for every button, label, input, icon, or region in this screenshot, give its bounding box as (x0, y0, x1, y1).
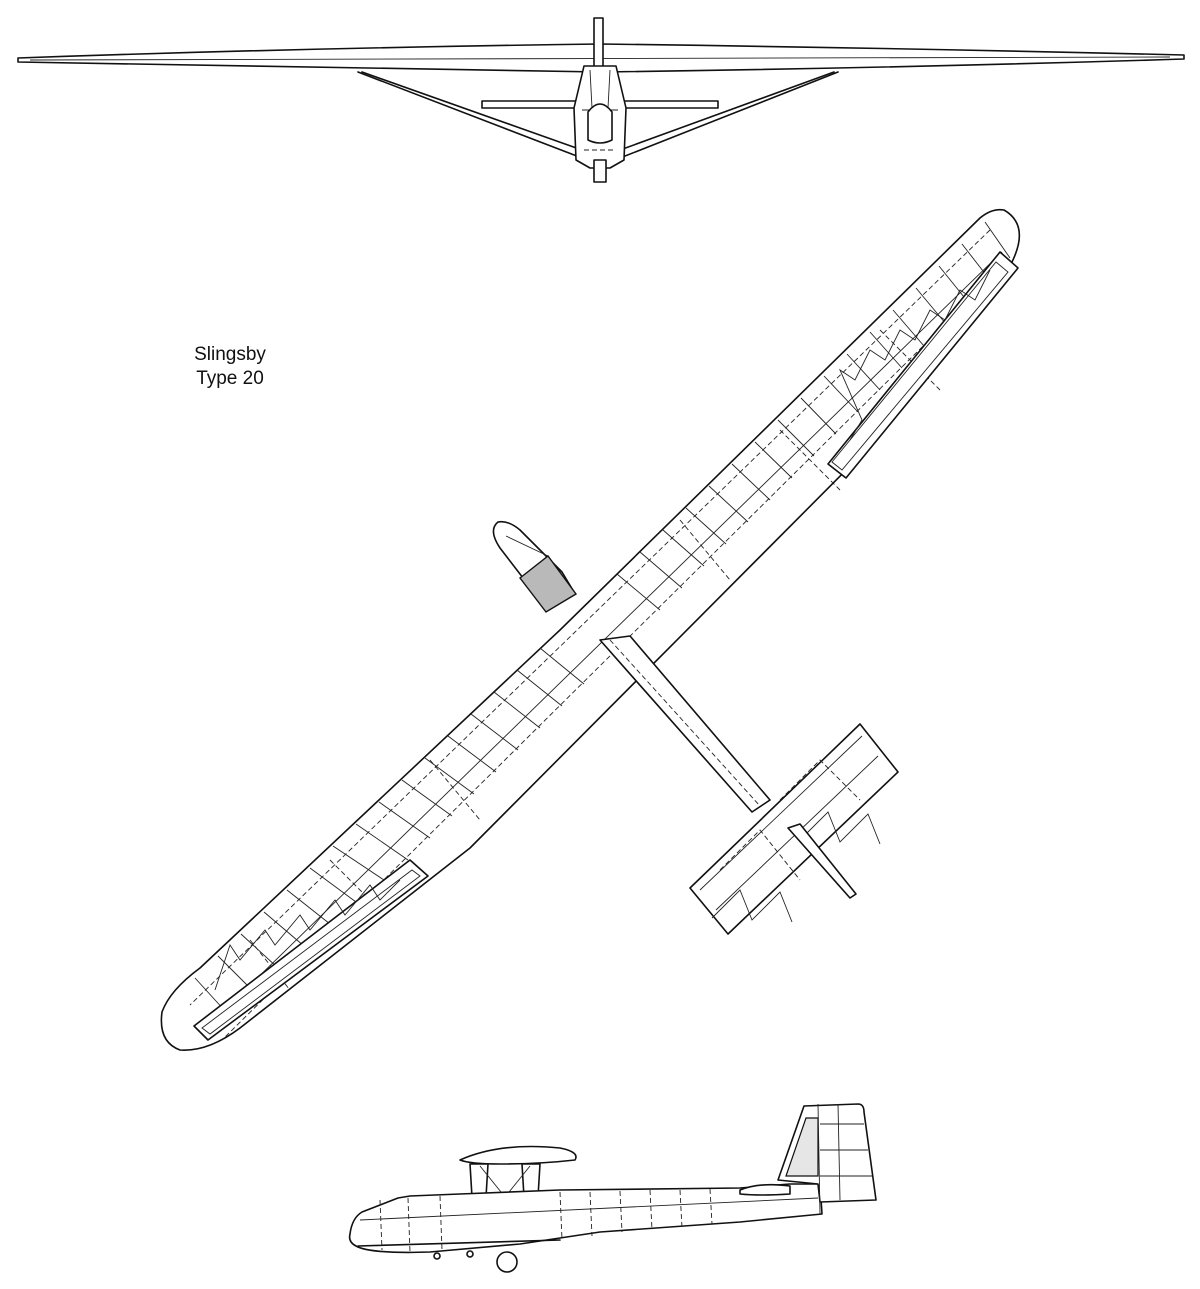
front-fin (593, 17, 604, 69)
side-wheel (496, 1251, 518, 1273)
side-tailplane (739, 1183, 791, 1196)
plan-aileron-left (193, 859, 429, 1041)
drawing-caption: Slingsby Type 20 (150, 343, 310, 391)
caption-line-2: Type 20 (196, 368, 264, 389)
front-strut-right (619, 71, 839, 159)
plan-tail-boom (599, 635, 771, 813)
side-view (348, 1103, 877, 1273)
side-skid (357, 1239, 561, 1247)
side-wing (459, 1145, 577, 1165)
side-fuselage (348, 1183, 823, 1254)
front-view (17, 17, 1185, 183)
plan-aileron-right (827, 251, 1019, 479)
plan-view (160, 208, 1021, 1051)
plan-wing-root-shaded (519, 555, 578, 613)
plan-wing-ribs-left (194, 647, 585, 1013)
front-strut-left (357, 71, 583, 159)
caption-line-1: Slingsby (194, 344, 266, 365)
plan-wing (160, 208, 1021, 1051)
plan-wing-ribs-right (616, 221, 1011, 611)
plan-fin (787, 823, 857, 899)
